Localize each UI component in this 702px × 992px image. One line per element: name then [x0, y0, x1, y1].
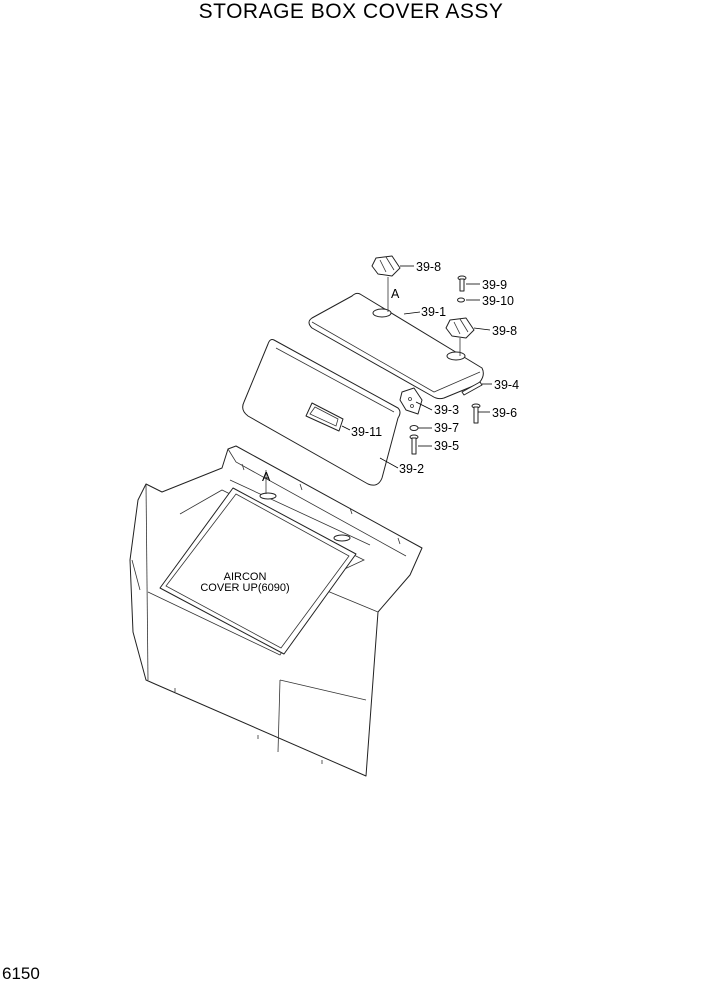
- washer-39-7: [409, 425, 419, 431]
- screw-39-9: [457, 275, 467, 292]
- callout-39-11: 39-11: [351, 425, 382, 439]
- cover-panel: [242, 339, 401, 486]
- hinge-clip-upper: [371, 255, 401, 312]
- page-number: 6150: [2, 964, 40, 983]
- callout-39-8-upper: 39-8: [416, 260, 441, 274]
- callout-39-5: 39-5: [434, 439, 459, 453]
- callout-39-10: 39-10: [482, 294, 514, 308]
- storage-box-housing: [129, 445, 423, 777]
- bolt-39-6: [471, 403, 481, 424]
- hinge-clip-lower: [445, 317, 475, 356]
- callout-39-6: 39-6: [492, 406, 517, 420]
- diagram-title: STORAGE BOX COVER ASSY: [198, 0, 504, 23]
- marker-a-lower: A: [262, 470, 271, 484]
- callout-39-8-lower: 39-8: [492, 324, 517, 338]
- callout-39-2: 39-2: [399, 462, 424, 476]
- leader-lines: [341, 265, 492, 469]
- callout-39-1: 39-1: [421, 305, 446, 319]
- callout-39-7: 39-7: [434, 421, 459, 435]
- bolt-39-5: [409, 434, 419, 455]
- marker-a-upper: A: [391, 287, 400, 301]
- aircon-note-line2: COVER UP(6090): [200, 582, 289, 594]
- callout-39-3: 39-3: [434, 403, 459, 417]
- callout-39-4: 39-4: [494, 378, 519, 392]
- bracket: [399, 387, 423, 415]
- pin-39-4: [461, 381, 483, 396]
- upper-lid: [308, 292, 484, 400]
- callout-39-9: 39-9: [482, 278, 507, 292]
- washer-39-10: [457, 297, 465, 303]
- aircon-note-line1: AIRCON: [224, 571, 267, 583]
